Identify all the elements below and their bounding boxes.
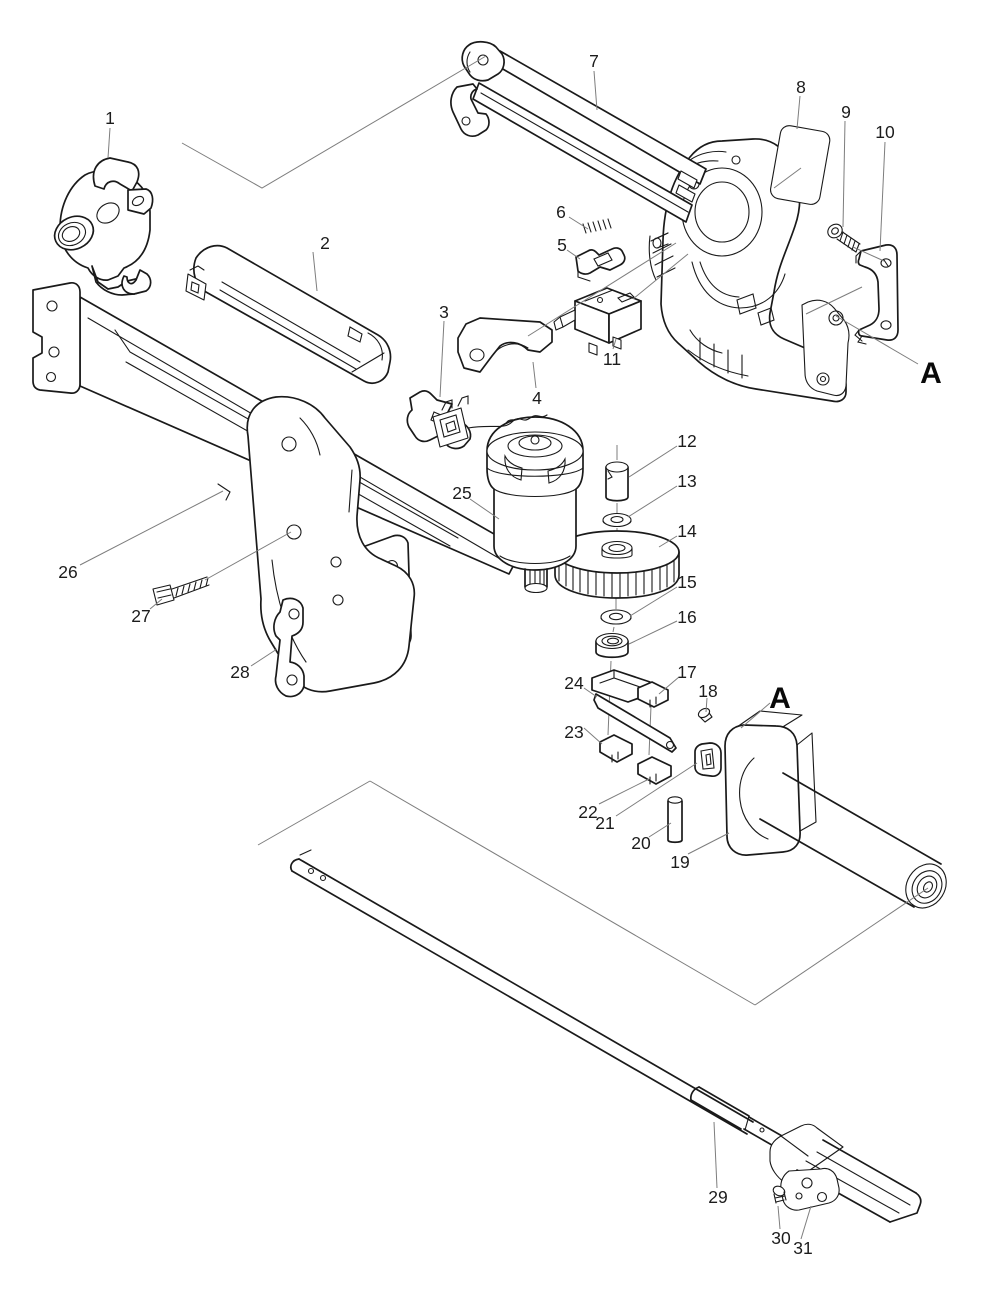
part-label-12: 12 (677, 431, 696, 451)
part-10-plate (854, 244, 899, 345)
part-15-washer (600, 609, 632, 625)
part-label-30: 30 (771, 1228, 791, 1248)
part-16-bearing (595, 632, 629, 659)
gear-housing-half (648, 138, 850, 403)
part-label-19: 19 (670, 852, 689, 872)
part-21-grommet (694, 742, 722, 777)
part-label-25: 25 (452, 483, 471, 503)
part-label-10: 10 (875, 122, 895, 142)
part-label-28: 28 (230, 662, 249, 682)
part-label-26: 26 (58, 562, 77, 582)
part-label-21: 21 (595, 813, 614, 833)
leader-lines (79, 70, 886, 1240)
part-8-label-pad (770, 125, 831, 205)
part-29-shaft (289, 849, 792, 1153)
part-label-5: 5 (557, 235, 567, 255)
part-label-24: 24 (564, 673, 584, 693)
part-label-11: 11 (603, 349, 621, 369)
part-19-crank-grip (724, 710, 947, 909)
part-14-gear (554, 530, 680, 599)
view-label-a-top: A (920, 357, 942, 390)
part-23-block (599, 734, 633, 763)
part-26-grip-half (246, 395, 416, 693)
part-27-screw (152, 576, 210, 606)
part-label-6: 6 (556, 202, 566, 222)
part-22-block (637, 756, 672, 785)
part-20-pin (667, 796, 683, 844)
part-label-2: 2 (320, 233, 330, 253)
part-28-bracket (273, 597, 305, 698)
part-label-1: 1 (105, 108, 115, 128)
part-label-20: 20 (631, 833, 651, 853)
part-label-15: 15 (677, 572, 696, 592)
part-9-screw (827, 223, 861, 253)
part-label-23: 23 (564, 722, 583, 742)
part-label-14: 14 (677, 521, 697, 541)
part-1-clamp-bracket (53, 157, 154, 296)
view-label-a-mid: A (769, 682, 791, 715)
part-2-tube (185, 244, 392, 384)
part-17-block (637, 681, 669, 708)
part-label-29: 29 (708, 1187, 727, 1207)
part-label-16: 16 (677, 607, 696, 627)
assembly-phantom-lines (181, 55, 929, 1006)
part-6-spring (582, 218, 612, 234)
part-label-18: 18 (698, 681, 717, 701)
part-11-switch (432, 287, 642, 448)
part-label-7: 7 (589, 51, 599, 71)
part-label-17: 17 (677, 662, 696, 682)
part-label-27: 27 (131, 606, 150, 626)
part-label-31: 31 (793, 1238, 812, 1258)
part-30-setscrew (772, 1185, 787, 1204)
part-25-motor (486, 416, 584, 594)
part-labels: 1 2 3 4 5 6 7 8 9 10 11 12 13 14 15 16 1… (58, 51, 942, 1258)
part-label-9: 9 (841, 102, 851, 122)
part-label-22: 22 (578, 802, 597, 822)
part-label-3: 3 (439, 302, 449, 322)
part-13-washer (602, 512, 632, 528)
part-31-head-assembly (769, 1123, 922, 1223)
part-label-8: 8 (796, 77, 806, 97)
part-18-pin (697, 707, 713, 723)
part-4-slider (457, 317, 553, 373)
part-7-guide-rail (450, 41, 707, 223)
part-label-13: 13 (677, 471, 696, 491)
part-5-latch (575, 247, 626, 282)
part-label-4: 4 (532, 388, 542, 408)
part-12-pin (605, 461, 629, 502)
